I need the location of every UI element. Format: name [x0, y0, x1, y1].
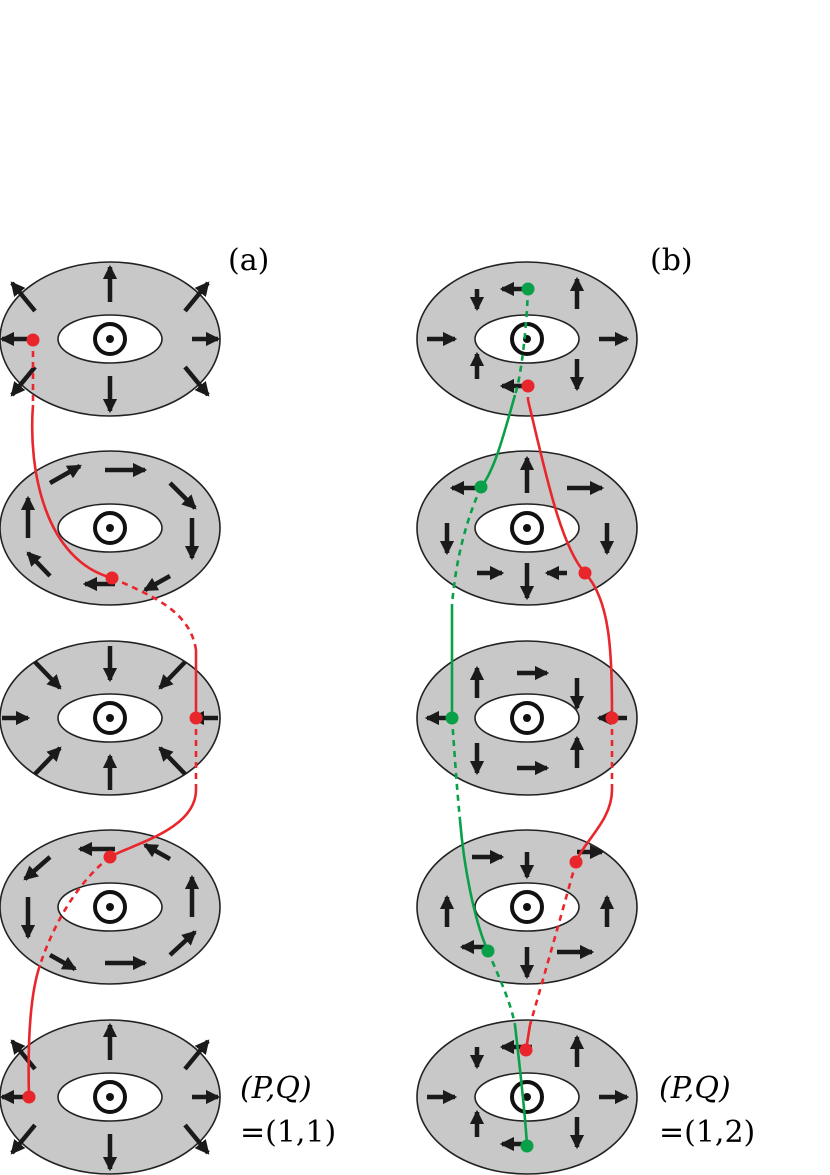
panel-b-label: (b) — [650, 243, 693, 278]
red-marker-dot — [105, 571, 119, 585]
green-line-segment — [458, 819, 490, 952]
flux-dot-icon — [523, 524, 531, 532]
green-marker-dot — [474, 480, 488, 494]
arrow-icon — [158, 746, 187, 776]
red-marker-dot — [569, 855, 583, 869]
arrow-icon — [10, 281, 37, 313]
disk-b-1 — [416, 261, 638, 417]
flux-ring-icon — [93, 511, 127, 545]
arrow-icon — [143, 574, 172, 592]
panel-b-pq-label: (P,Q) — [659, 1071, 731, 1106]
panel-a-label: (a) — [228, 243, 269, 278]
worldlines-layer — [22, 282, 619, 1153]
green-marker-dot — [445, 711, 459, 725]
arrow-icon — [168, 481, 197, 510]
flux-dot-icon — [106, 524, 114, 532]
disk-a-5 — [0, 1019, 221, 1175]
disk-a-3 — [0, 640, 221, 796]
flux-dot-icon — [523, 1093, 531, 1101]
flux-dot-icon — [523, 903, 531, 911]
arrow-icon — [10, 1039, 37, 1071]
disk-b-4 — [416, 829, 638, 985]
arrow-icon — [33, 660, 62, 690]
flux-ring-icon — [93, 322, 127, 356]
disk-b-2 — [416, 450, 638, 606]
red-line-segment — [526, 399, 586, 574]
panel-b-pq-value: =(1,2) — [659, 1115, 755, 1150]
arrow-icon — [26, 551, 52, 578]
flux-dot-icon — [106, 714, 114, 722]
red-marker-dot — [521, 379, 535, 393]
green-line-segment — [450, 717, 462, 821]
arrow-icon — [158, 660, 187, 690]
flux-dot-icon — [106, 903, 114, 911]
disk-a-1 — [0, 261, 221, 417]
arrow-icon — [183, 1039, 210, 1071]
red-marker-dot — [22, 1090, 36, 1104]
disks-layer — [0, 261, 638, 1175]
arrow-icon — [168, 930, 197, 957]
flux-ring-icon — [510, 701, 544, 735]
flux-dot-icon — [523, 714, 531, 722]
disk-b-3 — [416, 640, 638, 796]
flux-ring-icon — [510, 511, 544, 545]
arrow-icon — [48, 464, 82, 485]
red-marker-dot — [605, 711, 619, 725]
arrow-icon — [23, 855, 52, 881]
flux-dot-icon — [106, 335, 114, 343]
arrow-icon — [183, 365, 210, 397]
flux-ring-icon — [93, 890, 127, 924]
red-line-segment — [38, 855, 111, 966]
green-line-segment — [513, 1024, 529, 1147]
red-marker-dot — [103, 850, 117, 864]
flux-ring-icon — [93, 1080, 127, 1114]
green-marker-dot — [521, 282, 535, 296]
red-line-segment — [528, 861, 578, 1026]
flux-dot-icon — [106, 1093, 114, 1101]
red-line-segment — [30, 404, 113, 580]
panel-a-pq-label: (P,Q) — [240, 1071, 312, 1106]
red-line-segment — [109, 789, 198, 859]
arrow-icon — [33, 746, 62, 776]
red-marker-dot — [189, 711, 203, 725]
arrow-icon — [183, 1123, 210, 1155]
arrow-icon — [10, 1123, 37, 1155]
panel-a-pq-value: =(1,1) — [240, 1115, 336, 1150]
red-marker-dot — [26, 333, 40, 347]
disk-a-2 — [0, 450, 221, 606]
arrow-icon — [143, 843, 172, 861]
green-line-segment — [513, 288, 530, 396]
red-marker-dot — [578, 566, 592, 580]
arrow-icon — [183, 281, 210, 313]
red-line-segment — [111, 576, 198, 651]
flux-ring-icon — [510, 1080, 544, 1114]
green-marker-dot — [520, 1139, 534, 1153]
red-line-segment — [27, 964, 42, 1098]
disk-a-4 — [0, 829, 221, 985]
flux-ring-icon — [93, 701, 127, 735]
arrow-icon — [10, 365, 37, 397]
red-line-segment — [574, 789, 614, 863]
red-line-segment — [584, 572, 614, 719]
flux-ring-icon — [510, 890, 544, 924]
green-marker-dot — [481, 944, 495, 958]
green-line-segment — [450, 486, 483, 606]
green-line-segment — [479, 394, 517, 488]
red-marker-dot — [519, 1043, 533, 1057]
arrow-icon — [48, 953, 77, 971]
